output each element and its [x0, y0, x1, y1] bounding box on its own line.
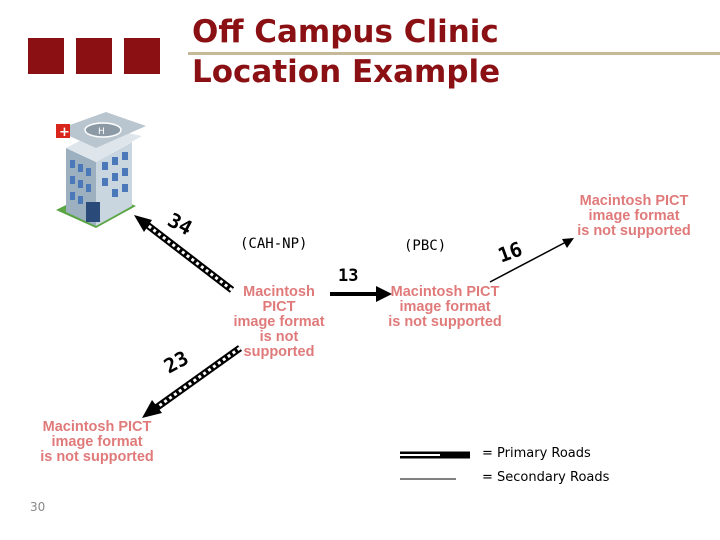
- label-cah-np: (CAH-NP): [240, 236, 308, 252]
- svg-text:+: +: [59, 125, 70, 140]
- title-rule: [188, 52, 720, 55]
- header-square-2: [76, 38, 112, 74]
- pict-placeholder-center-right: Macintosh PICT image format is not suppo…: [388, 284, 502, 330]
- road-16-arrow: [489, 238, 574, 283]
- pict-placeholder-bottom-left: Macintosh PICT image format is not suppo…: [40, 419, 154, 465]
- slide-title: Off Campus Clinic Location Example: [192, 14, 501, 90]
- hospital-building-icon: H +: [56, 112, 146, 228]
- road-13-arrow: [330, 286, 392, 302]
- page-number: 30: [30, 500, 46, 514]
- primary-road-23: [142, 345, 243, 418]
- legend-secondary-label: = Secondary Roads: [482, 470, 610, 485]
- pict-placeholder-center-left: Macintosh PICT image format is not suppo…: [233, 284, 325, 360]
- label-pbc: (PBC): [404, 238, 447, 254]
- primary-road-34: [134, 215, 235, 293]
- pict-placeholder-top-right: Macintosh PICT image format is not suppo…: [577, 193, 691, 239]
- header-square-3: [124, 38, 160, 74]
- header-square-1: [28, 38, 64, 74]
- legend-primary-label: = Primary Roads: [482, 446, 591, 461]
- road-number-13: 13: [338, 266, 359, 286]
- svg-text:H: H: [98, 127, 105, 137]
